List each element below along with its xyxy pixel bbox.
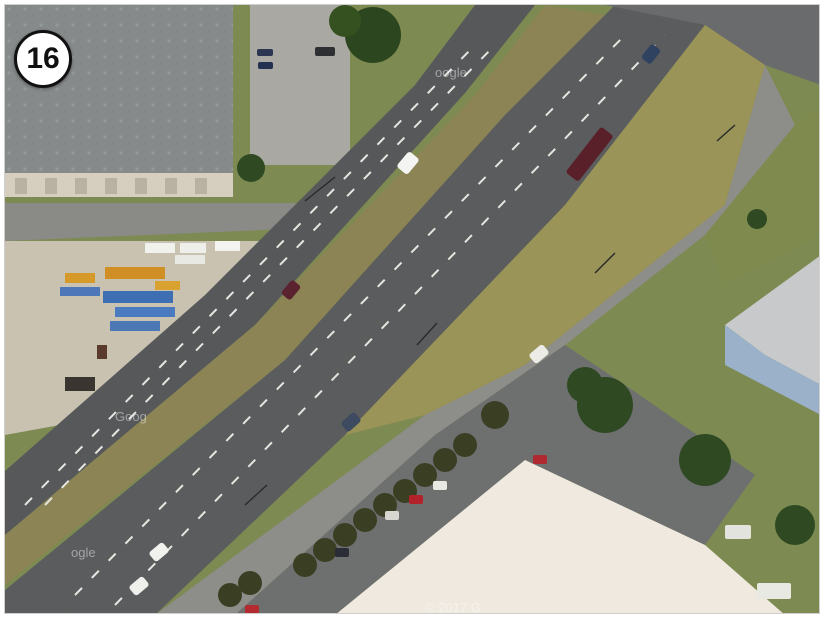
exit-ramp [67, 5, 705, 613]
tree-canopy [237, 154, 265, 182]
road-stripe [24, 34, 666, 606]
equipment-blue [60, 287, 175, 331]
vehicles [129, 44, 791, 613]
equipment-yellow [65, 267, 180, 290]
warehouse-right-wall [725, 325, 819, 414]
highway-west [5, 5, 535, 535]
equipment-white [145, 241, 240, 264]
highway-east [5, 5, 665, 613]
parking-lot-top [250, 5, 350, 165]
service-road-left [5, 175, 335, 241]
aerial-photo [5, 5, 819, 613]
light-pole [244, 124, 736, 506]
tree-cluster [567, 209, 815, 545]
parked-cars-top [257, 47, 335, 69]
warehouse-right-roof [725, 256, 819, 384]
dry-grass-field [345, 25, 765, 435]
warehouse-bottom-roof [337, 460, 783, 613]
median-west [5, 5, 605, 585]
location-number-badge: 16 [14, 30, 72, 88]
badge-number: 16 [26, 42, 60, 75]
aerial-photo-frame: oogle Goog ogle © 2017 G 16 [4, 4, 820, 614]
road-top-right [605, 5, 819, 85]
